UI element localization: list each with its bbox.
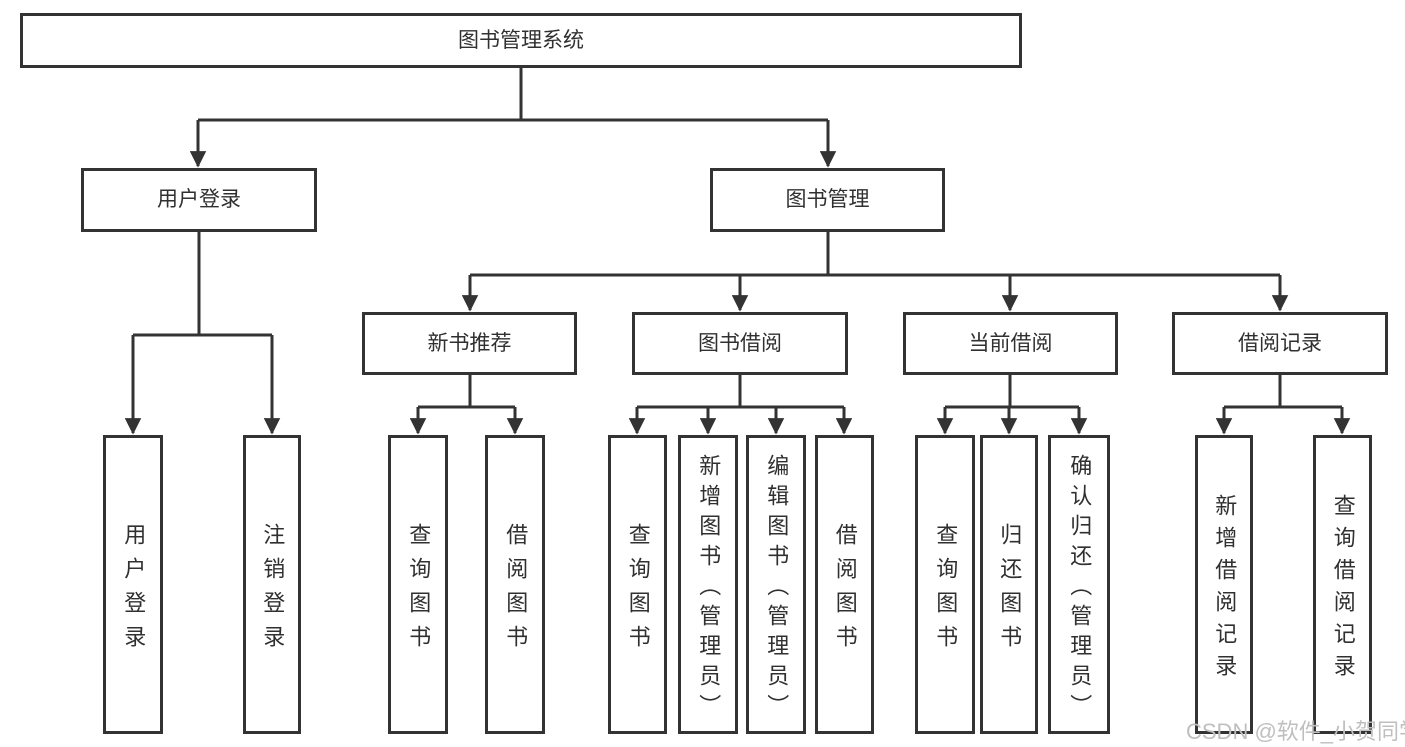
node-current-confirm-return-admin: 确认归还（管理员） — [1048, 435, 1110, 734]
node-book-management: 图书管理 — [710, 168, 945, 232]
node-user-login: 用户登录 — [81, 168, 317, 232]
node-current-query-books: 查询图书 — [915, 435, 975, 734]
node-current-borrowing: 当前借阅 — [903, 312, 1118, 375]
watermark: CSDN @软件_小贺同学 — [1186, 719, 1405, 744]
node-logout-leaf: 注销登录 — [243, 435, 301, 734]
node-root: 图书管理系统 — [20, 13, 1022, 68]
node-label: 查询图书 — [406, 522, 432, 659]
node-recommend-borrow-books: 借阅图书 — [485, 435, 545, 734]
node-borrowing-borrow-books: 借阅图书 — [815, 435, 874, 734]
node-label: 借阅图书 — [832, 522, 858, 659]
node-label: 查询借阅记录 — [1330, 493, 1356, 686]
node-label: 新增图书（管理员） — [696, 453, 722, 724]
node-label: 查询图书 — [625, 522, 651, 659]
node-borrowing-add-books-admin: 新增图书（管理员） — [678, 435, 738, 734]
node-recommend-query-books: 查询图书 — [388, 435, 448, 734]
node-current-return-books: 归还图书 — [980, 435, 1038, 734]
node-records-query-record: 查询借阅记录 — [1313, 435, 1372, 734]
node-label: 编辑图书（管理员） — [764, 453, 790, 724]
node-label: 借阅图书 — [503, 522, 529, 659]
node-label: 归还图书 — [997, 522, 1023, 659]
node-new-book-recommendation: 新书推荐 — [362, 312, 577, 375]
node-borrowing-query-books: 查询图书 — [608, 435, 667, 734]
node-label: 确认归还（管理员） — [1067, 453, 1093, 724]
node-label: 注销登录 — [260, 522, 286, 659]
node-label: 新增借阅记录 — [1212, 493, 1238, 686]
node-records-add-record: 新增借阅记录 — [1195, 435, 1253, 734]
node-book-borrowing: 图书借阅 — [632, 312, 848, 375]
node-label: 查询图书 — [933, 522, 959, 659]
node-borrowing-records: 借阅记录 — [1172, 312, 1388, 375]
node-borrowing-edit-books-admin: 编辑图书（管理员） — [746, 435, 806, 734]
node-user-login-leaf: 用户登录 — [103, 435, 163, 734]
node-label: 用户登录 — [121, 522, 147, 659]
